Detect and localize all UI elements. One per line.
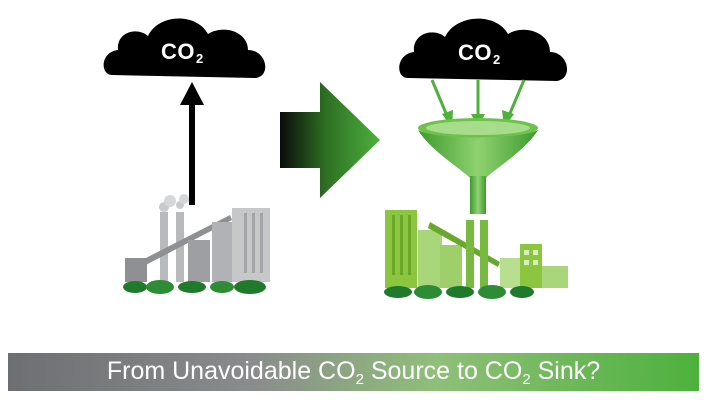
co-text: CO [458,40,492,65]
co-text: CO [161,39,195,64]
cloud-icon [103,18,266,78]
caption-banner: From Unavoidable CO2 Source to CO2 Sink? [8,353,699,391]
subscript-2: 2 [493,52,501,67]
right-cloud-label: CO2 [458,40,501,67]
coal-plant-icon [123,194,270,294]
caption-sub2: 2 [522,370,531,388]
cloud-icon [399,18,568,81]
subscript-2: 2 [196,51,204,66]
left-cloud-label: CO2 [161,39,204,66]
caption-part1: From Unavoidable CO [106,356,356,385]
up-arrow-icon [180,82,204,205]
green-plant-icon [384,210,568,299]
caption-text: From Unavoidable CO2 Source to CO2 Sink? [107,357,600,388]
funnel-icon [418,118,538,214]
caption-part3: Sink? [530,356,601,385]
caption-part2: Source to CO [363,356,523,385]
right-arrow-icon [280,82,380,198]
caption-sub1: 2 [355,370,364,388]
